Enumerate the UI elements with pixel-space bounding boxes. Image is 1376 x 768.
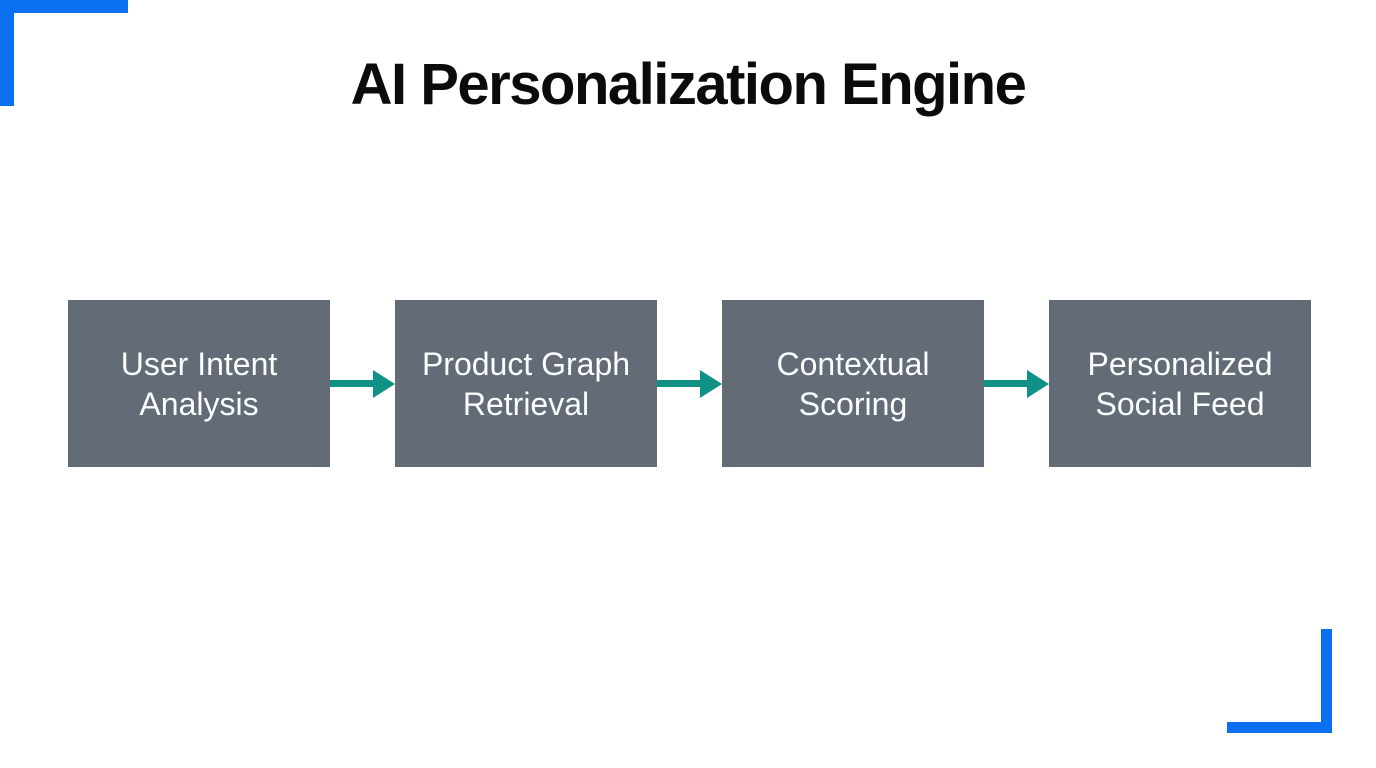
arrow-shaft <box>984 380 1027 387</box>
flow-step-label-line: Social Feed <box>1095 385 1265 422</box>
page-title: AI Personalization Engine <box>350 52 1027 117</box>
arrow-right-icon <box>700 369 722 398</box>
flow-step-label-line: Product Graph <box>421 345 631 382</box>
arrow-shaft <box>657 380 700 387</box>
corner-accent-bottom-right-horizontal <box>1227 722 1332 733</box>
flow-step-label-line: Contextual <box>776 345 930 382</box>
corner-accent-top-left-vertical <box>0 0 14 106</box>
flow-step-personalized-social-feed: Personalized Social Feed <box>1049 300 1311 467</box>
arrow-right-icon <box>1027 369 1049 398</box>
corner-accent-bottom-right-vertical <box>1321 629 1332 733</box>
flow-step-label-line: Analysis <box>139 385 259 422</box>
flow-step-label-line: User Intent <box>120 345 278 382</box>
flow-step-user-intent-analysis: User Intent Analysis <box>68 300 330 467</box>
arrow-right-icon <box>373 369 395 398</box>
flow-arrow <box>984 300 1049 467</box>
flow-arrow <box>657 300 722 467</box>
flow-diagram: User Intent Analysis Product Graph Retri… <box>68 300 1311 467</box>
flow-step-product-graph-retrieval: Product Graph Retrieval <box>395 300 657 467</box>
corner-accent-top-left-horizontal <box>0 0 128 13</box>
flow-arrow <box>330 300 395 467</box>
flow-step-label-line: Scoring <box>798 385 908 422</box>
flow-step-label-line: Retrieval <box>462 385 590 422</box>
arrow-shaft <box>330 380 373 387</box>
flow-step-label-line: Personalized <box>1087 345 1273 382</box>
flow-step-contextual-scoring: Contextual Scoring <box>722 300 984 467</box>
